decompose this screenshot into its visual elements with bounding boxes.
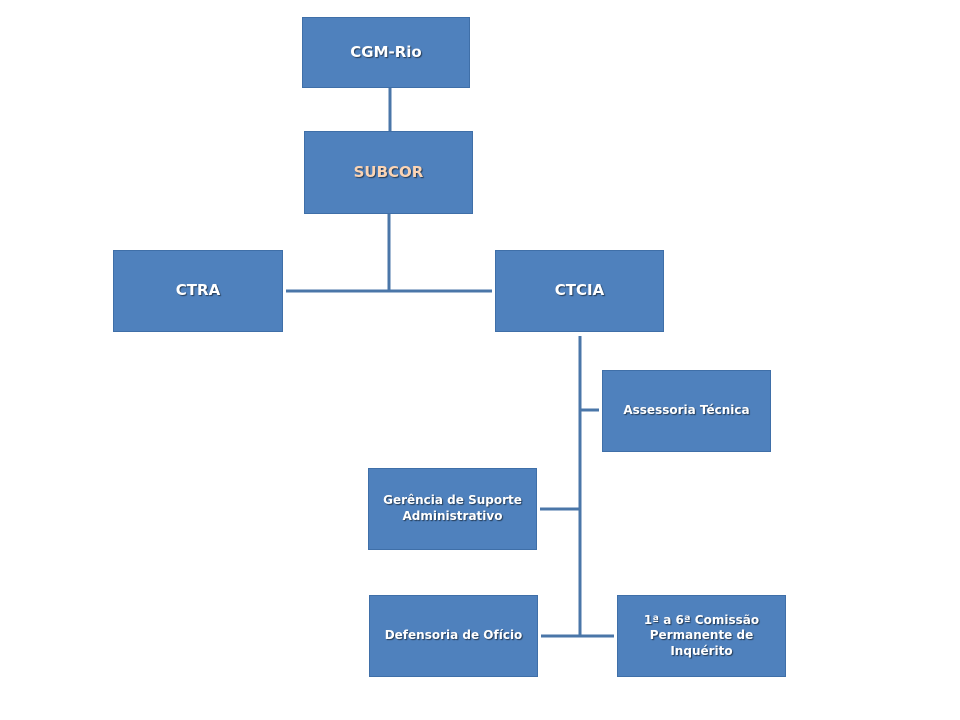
node-ctcia: CTCIA	[495, 250, 664, 332]
node-ctra-label: CTRA	[175, 281, 221, 300]
node-assessoria-label: Assessoria Técnica	[623, 403, 750, 418]
node-assessoria-tecnica: Assessoria Técnica	[602, 370, 771, 452]
node-ctra: CTRA	[113, 250, 283, 332]
node-comissao-label-line2: Permanente de Inquérito	[649, 628, 754, 658]
node-ctcia-label: CTCIA	[554, 281, 605, 300]
node-comissao-inquerito: 1ª a 6ª Comissão Permanente de Inquérito	[617, 595, 786, 677]
node-comissao-label-line1: 1ª a 6ª Comissão	[643, 612, 760, 627]
node-subcor-label: SUBCOR	[353, 162, 424, 181]
node-defensoria-label: Defensoria de Ofício	[384, 628, 523, 643]
node-cgm-rio-label: CGM-Rio	[350, 42, 422, 61]
node-gerencia-suporte: Gerência de Suporte Administrativo	[368, 468, 537, 550]
node-defensoria-oficio: Defensoria de Ofício	[369, 595, 538, 677]
node-gerencia-label-line2: Administrativo	[402, 509, 503, 523]
node-gerencia-label-line1: Gerência de Suporte	[383, 493, 522, 508]
node-cgm-rio: CGM-Rio	[302, 17, 470, 88]
node-subcor: SUBCOR	[304, 131, 473, 214]
